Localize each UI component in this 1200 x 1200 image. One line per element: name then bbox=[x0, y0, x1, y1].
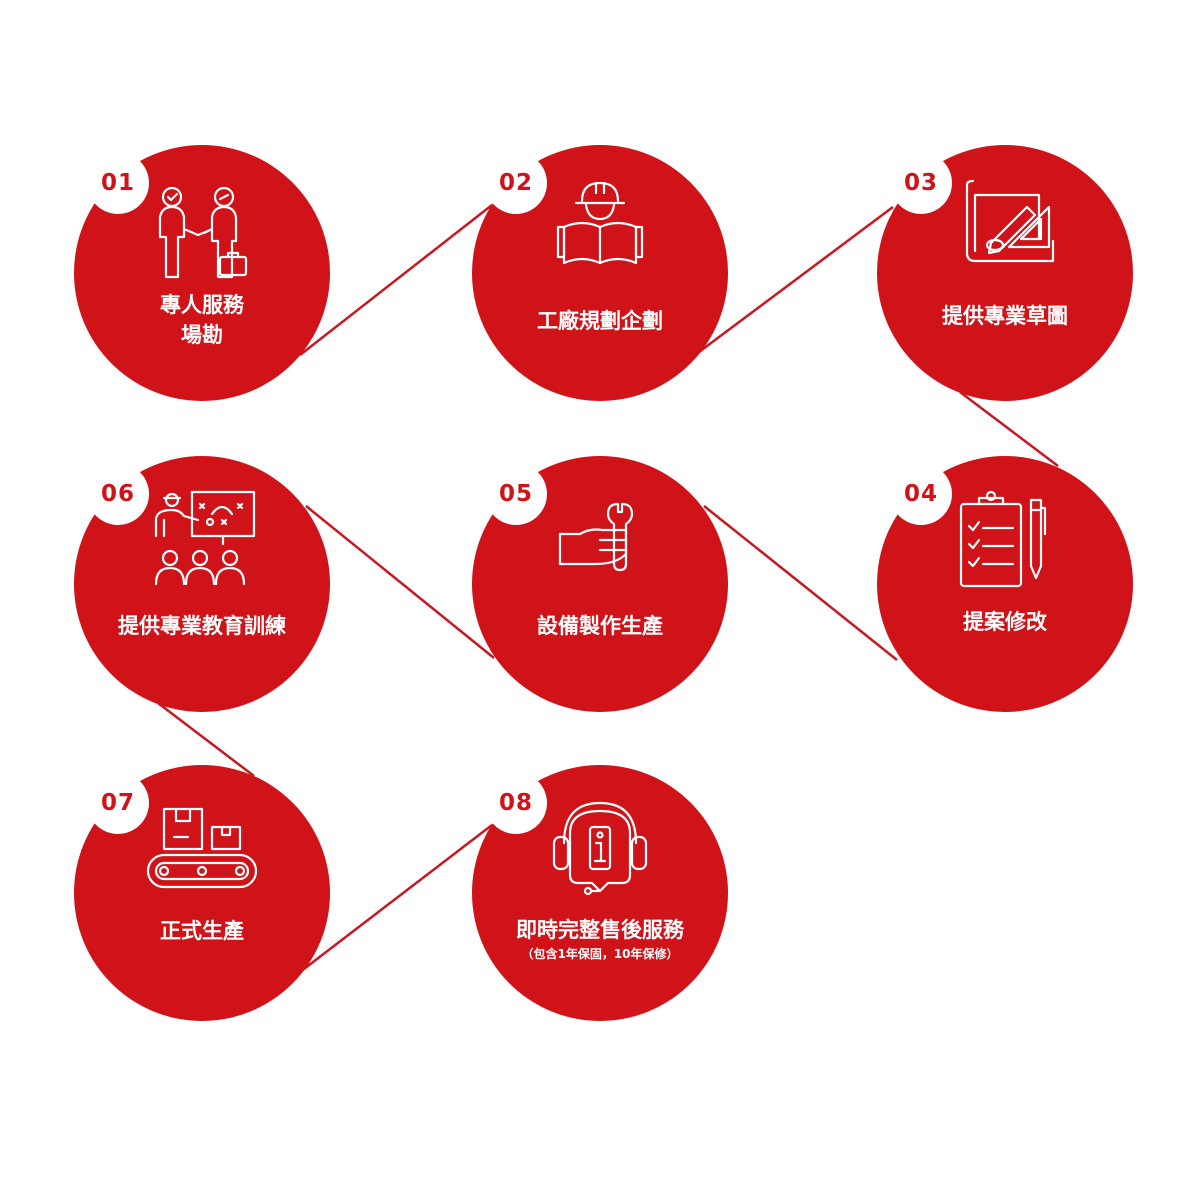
step-07: 07 正式生產 bbox=[74, 765, 330, 1021]
step-number-badge: 05 bbox=[485, 463, 547, 525]
step-number-badge: 06 bbox=[87, 463, 149, 525]
step-number-badge: 02 bbox=[485, 152, 547, 214]
handshake-icon bbox=[142, 173, 262, 283]
connector-05-06 bbox=[305, 505, 495, 659]
step-label: 即時完整售後服務 bbox=[516, 918, 684, 942]
training-presentation-icon bbox=[142, 484, 262, 594]
connector-06-07 bbox=[157, 702, 255, 777]
step-label: 設備製作生產 bbox=[537, 614, 663, 638]
step-04: 04 提案修改 bbox=[877, 456, 1133, 712]
hand-wrench-icon bbox=[540, 484, 660, 594]
step-02: 02 工廠規劃企劃 bbox=[472, 145, 728, 401]
headset-support-icon bbox=[540, 793, 660, 903]
step-label: 提供專業教育訓練 bbox=[118, 614, 286, 638]
step-03: 03 提供專業草圖 bbox=[877, 145, 1133, 401]
connector-03-04 bbox=[959, 391, 1059, 467]
step-06: 06 提供專業教育訓練 bbox=[74, 456, 330, 712]
connector-01-02 bbox=[299, 204, 493, 356]
step-number-badge: 07 bbox=[87, 772, 149, 834]
step-label: 提供專業草圖 bbox=[942, 304, 1068, 328]
conveyor-boxes-icon bbox=[142, 793, 262, 903]
clipboard-checklist-icon bbox=[945, 484, 1065, 594]
step-number-badge: 01 bbox=[87, 152, 149, 214]
step-number-badge: 03 bbox=[890, 152, 952, 214]
step-label: 正式生產 bbox=[160, 919, 244, 943]
step-01: 01 專人服務 場勘 bbox=[74, 145, 330, 401]
connector-07-08 bbox=[299, 824, 493, 973]
drafting-tools-icon bbox=[945, 173, 1065, 283]
step-sublabel: （包含1年保固，10年保修） bbox=[521, 947, 679, 961]
engineer-blueprint-icon bbox=[540, 173, 660, 283]
step-label: 提案修改 bbox=[963, 610, 1047, 634]
connector-02-03 bbox=[694, 205, 894, 357]
step-number-badge: 04 bbox=[890, 463, 952, 525]
step-label: 專人服務 場勘 bbox=[160, 293, 244, 347]
step-label: 工廠規劃企劃 bbox=[537, 309, 663, 333]
connector-04-05 bbox=[703, 505, 898, 661]
step-number-badge: 08 bbox=[485, 772, 547, 834]
step-08: 08 即時完整售後服務 （包含1年保固，10年保修） bbox=[472, 765, 728, 1021]
step-05: 05 設備製作生產 bbox=[472, 456, 728, 712]
